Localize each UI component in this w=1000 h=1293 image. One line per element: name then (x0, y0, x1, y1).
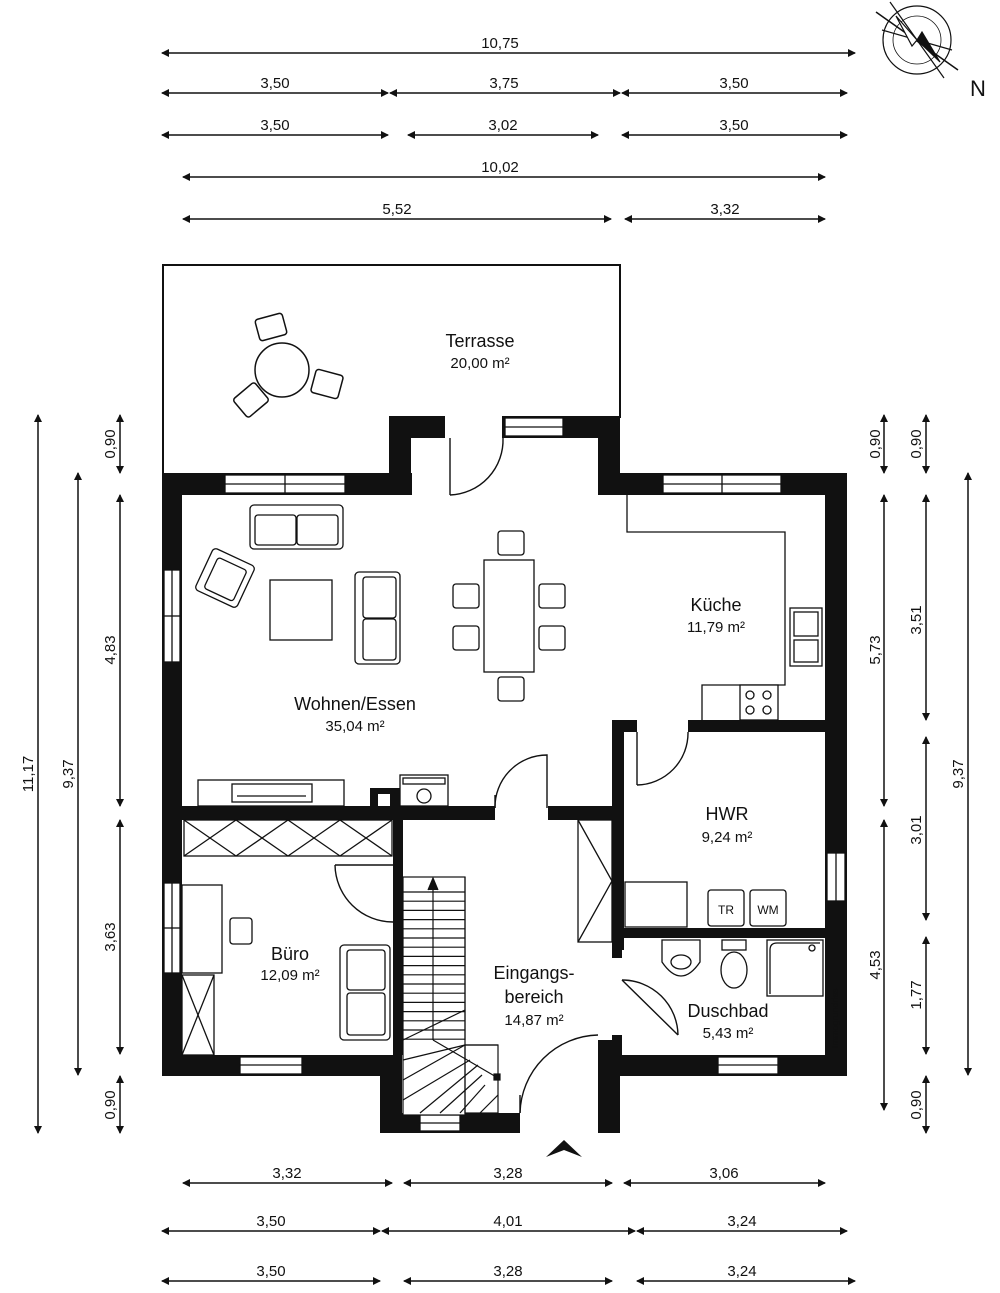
room-area-kueche: 11,79 m² (687, 619, 745, 636)
coffee-table-icon (269, 579, 333, 641)
dim-right-inner: 9,37 (950, 759, 967, 788)
office-furniture (181, 819, 393, 1056)
dim-left-total: 11,17 (20, 756, 37, 792)
dim-top-r2-a: 3,50 (260, 117, 289, 134)
dim-bottom-r3-c: 3,24 (727, 1263, 756, 1280)
dim-top-r2-b: 3,02 (488, 117, 517, 134)
dim-right-b-3: 3,01 (908, 815, 925, 844)
chimney-notch (378, 794, 390, 806)
dim-right-a-1: 0,90 (867, 429, 884, 458)
dryer-label: TR (718, 903, 734, 917)
top-dimensions (161, 49, 856, 223)
dim-left-part-1: 0,90 (102, 429, 119, 458)
dim-left-part-4: 0,90 (102, 1090, 119, 1119)
right-dimensions (880, 414, 972, 1134)
compass-north-label: N (970, 76, 986, 101)
dim-right-b-4: 1,77 (908, 980, 925, 1009)
room-area-buero: 12,09 m² (260, 967, 319, 984)
compass-icon (875, 1, 959, 79)
room-name-buero: Büro (271, 944, 309, 964)
dim-bottom-r3-a: 3,50 (256, 1263, 285, 1280)
cooktop-icon (739, 684, 779, 721)
kitchen-counter (626, 495, 823, 721)
dim-right-b-2: 3,51 (908, 605, 925, 634)
dryer-icon (707, 889, 745, 927)
dim-top-r1-c: 3,50 (719, 75, 748, 92)
desk-icon (181, 884, 223, 974)
left-dimensions (34, 414, 124, 1134)
room-area-duschbad: 5,43 m² (703, 1025, 754, 1042)
armchair-icon (195, 548, 255, 608)
hwr-furniture (624, 881, 787, 928)
room-area-terrasse: 20,00 m² (450, 355, 509, 372)
room-name-wohnen: Wohnen/Essen (294, 694, 416, 714)
dim-bottom-r2-a: 3,50 (256, 1213, 285, 1230)
room-area-wohnen: 35,04 m² (325, 718, 384, 735)
washer-label: WM (757, 903, 778, 917)
entrance-arrow-icon (546, 1140, 582, 1157)
dim-top-total: 10,75 (481, 35, 519, 52)
bath-fixtures (661, 939, 824, 997)
room-area-hwr: 9,24 m² (702, 829, 753, 846)
dim-top-r1-b: 3,75 (489, 75, 518, 92)
staircase-icon (402, 876, 501, 1116)
doors (334, 437, 689, 1114)
dim-top-r2-c: 3,50 (719, 117, 748, 134)
room-name-duschbad: Duschbad (687, 1001, 768, 1021)
dim-right-a-3: 4,53 (867, 950, 884, 979)
wardrobe-icon (183, 819, 393, 857)
bottom-dimensions (161, 1179, 856, 1285)
room-name-terrasse: Terrasse (445, 331, 514, 351)
dim-left-inner: 9,37 (60, 759, 77, 788)
dim-bottom-r3-b: 3,28 (493, 1263, 522, 1280)
dim-top-r4-a: 5,52 (382, 201, 411, 218)
living-furniture (195, 504, 566, 807)
dim-left-part-3: 3,63 (102, 922, 119, 951)
dim-bottom-r1-b: 3,28 (493, 1165, 522, 1182)
room-name-eingang-2: bereich (504, 987, 563, 1007)
dining-table-icon (483, 559, 535, 673)
dim-top-r1-a: 3,50 (260, 75, 289, 92)
dim-bottom-r1-a: 3,32 (272, 1165, 301, 1182)
dim-right-b-1: 0,90 (908, 429, 925, 458)
room-name-kueche: Küche (690, 595, 741, 615)
terrace-outline (162, 264, 621, 473)
dim-bottom-r1-c: 3,06 (709, 1165, 738, 1182)
dim-top-r4-b: 3,32 (710, 201, 739, 218)
hall-wardrobe-icon (577, 819, 613, 943)
toilet-icon (720, 939, 748, 989)
room-name-eingang-1: Eingangs- (493, 963, 574, 983)
dim-bottom-r2-b: 4,01 (493, 1213, 522, 1230)
room-name-hwr: HWR (706, 804, 749, 824)
dim-left-part-2: 4,83 (102, 635, 119, 664)
dim-bottom-r2-c: 3,24 (727, 1213, 756, 1230)
dim-top-inner-total: 10,02 (481, 159, 519, 176)
dim-right-b-5: 0,90 (908, 1090, 925, 1119)
terrace-table-set-icon (233, 312, 344, 418)
windows (163, 417, 846, 1132)
dim-right-a-2: 5,73 (867, 635, 884, 664)
watermark: Immogrundriss (830, 988, 840, 1048)
washer-icon (749, 889, 787, 927)
utility-counter-icon (624, 881, 688, 928)
room-area-eingang: 14,87 m² (504, 1012, 563, 1029)
